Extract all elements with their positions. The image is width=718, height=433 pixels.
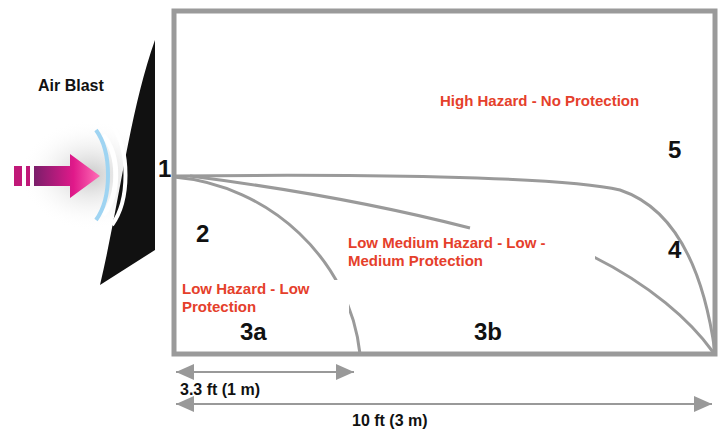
dimension-line [176, 403, 712, 405]
dimension-label: 10 ft (3 m) [352, 411, 428, 430]
arrow-tail [26, 166, 30, 186]
zone-number: 3a [240, 318, 267, 347]
zone-boundary [174, 177, 360, 354]
callout-number: 5 [668, 136, 681, 165]
callout-number: 1 [158, 155, 171, 184]
zone-label: Low Medium Hazard - Low - Medium Protect… [346, 234, 595, 270]
zone-label: High Hazard - No Protection [440, 92, 639, 110]
zone-boundary [592, 256, 713, 352]
room-outline [174, 11, 715, 354]
callout-number: 2 [196, 220, 209, 249]
zone-number: 3b [474, 318, 502, 347]
dimension-line [176, 371, 354, 373]
arrow-tail [14, 166, 22, 186]
blast-wave [112, 125, 126, 225]
zone-label: Low Hazard - Low Protection [180, 280, 349, 316]
title-label: Air Blast [38, 76, 104, 95]
callout-number: 4 [668, 236, 681, 265]
zone-boundary [190, 176, 470, 228]
blast-arrow [34, 154, 100, 198]
dimension-label: 3.3 ft (1 m) [180, 380, 260, 399]
